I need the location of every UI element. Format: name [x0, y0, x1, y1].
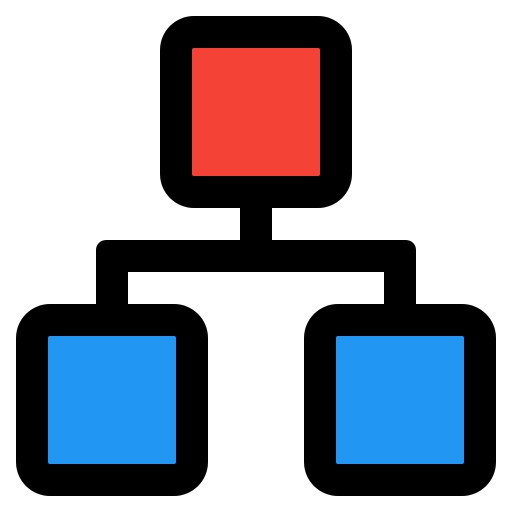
child-node-left: [16, 304, 208, 496]
child-node-right: [304, 304, 496, 496]
parent-node-fill: [192, 48, 320, 176]
child-node-left-fill: [48, 336, 176, 464]
connector-lines: [96, 196, 416, 316]
parent-node: [160, 16, 352, 208]
connector-horizontal: [96, 240, 416, 272]
child-node-right-fill: [336, 336, 464, 464]
